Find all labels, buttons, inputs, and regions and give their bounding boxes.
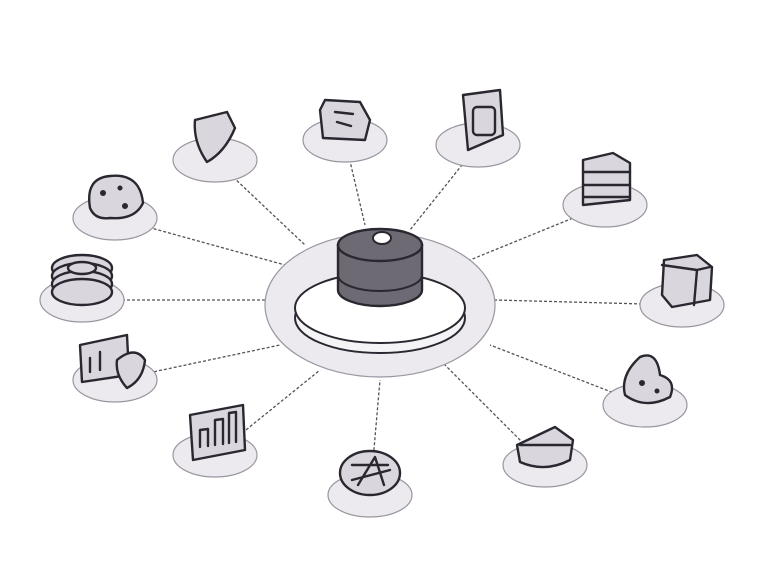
connection-line — [344, 139, 366, 226]
connection-line — [114, 344, 281, 381]
node[interactable] — [72, 174, 158, 241]
satellite-nodes — [39, 88, 725, 518]
node[interactable] — [502, 425, 588, 488]
bar-chart-icon — [188, 403, 247, 462]
cake-icon — [515, 425, 575, 469]
node[interactable] — [72, 333, 158, 403]
rock-document-icon — [318, 98, 372, 142]
tablet-icon — [461, 88, 505, 152]
connection-line — [469, 204, 606, 261]
blob-shapes-icon — [622, 354, 674, 405]
node[interactable] — [602, 354, 688, 428]
connection-line — [114, 217, 286, 266]
node[interactable] — [302, 98, 388, 163]
node[interactable] — [327, 449, 413, 518]
connection-line — [369, 379, 381, 496]
crossed-symbol-disc-icon — [338, 449, 402, 497]
shield-icon — [193, 110, 237, 164]
cube-icon — [660, 253, 714, 309]
node[interactable] — [639, 253, 725, 328]
central-hub — [264, 227, 496, 378]
chart-with-shield-icon — [78, 333, 147, 390]
node[interactable] — [172, 403, 258, 478]
node[interactable] — [39, 253, 125, 323]
coin-stack-icon — [50, 253, 114, 307]
node[interactable] — [562, 151, 648, 228]
node[interactable] — [435, 88, 521, 168]
stacked-layers-icon — [581, 151, 632, 207]
connection-line — [409, 144, 479, 231]
cylinder-server-icon — [336, 227, 424, 308]
connection-line — [444, 364, 546, 466]
node[interactable] — [172, 110, 258, 183]
stone-icon — [88, 174, 145, 220]
